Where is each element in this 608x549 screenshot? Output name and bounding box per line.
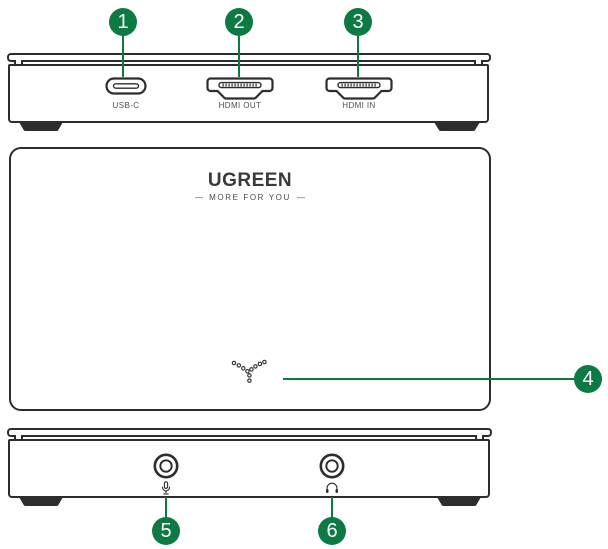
- callout-5-badge: 5: [152, 517, 180, 545]
- brand-logo: UGREEN: [207, 170, 293, 191]
- callout-3-badge: 3: [344, 8, 372, 36]
- callout-3-line: [357, 35, 359, 77]
- front-left-step: [14, 435, 23, 441]
- tagline-text: MORE FOR YOU: [209, 193, 291, 202]
- rear-right-foot: [434, 122, 480, 131]
- callout-4-line: [283, 378, 574, 380]
- brand-tagline: — MORE FOR YOU —: [11, 193, 489, 202]
- tagline-right-dash: —: [296, 193, 305, 202]
- front-left-foot: [19, 497, 63, 506]
- callout-2-badge: 2: [225, 8, 253, 36]
- callout-6-line: [331, 497, 333, 518]
- vent-hole-pattern: [231, 359, 267, 383]
- callout-4-badge: 4: [574, 365, 602, 393]
- hdmi-out-label: HDMI OUT: [218, 101, 262, 110]
- rear-top-edge: [7, 53, 491, 62]
- headphone-jack: [319, 453, 345, 479]
- usb-c-port: [105, 77, 147, 95]
- callout-1-badge: 1: [109, 8, 137, 36]
- headphone-icon: [326, 482, 338, 493]
- microphone-icon: [161, 481, 171, 495]
- callout-5-line: [165, 497, 167, 518]
- rear-left-foot: [19, 122, 63, 131]
- hdmi-in-label: HDMI IN: [342, 101, 376, 110]
- usb-c-label: USB-C: [112, 101, 140, 110]
- callout-6-badge: 6: [318, 517, 346, 545]
- hdmi-in-port: [325, 77, 393, 100]
- microphone-jack: [153, 453, 179, 479]
- front-body: [8, 439, 490, 498]
- callout-1-line: [122, 35, 124, 77]
- rear-right-step: [474, 60, 483, 66]
- front-right-foot: [437, 497, 481, 506]
- top-view-panel: UGREEN — MORE FOR YOU —: [9, 147, 491, 411]
- hdmi-out-port: [206, 77, 274, 100]
- front-top-edge: [7, 428, 492, 437]
- front-right-step: [475, 435, 484, 441]
- tagline-left-dash: —: [195, 193, 204, 202]
- rear-left-step: [14, 60, 23, 66]
- callout-2-line: [238, 35, 240, 77]
